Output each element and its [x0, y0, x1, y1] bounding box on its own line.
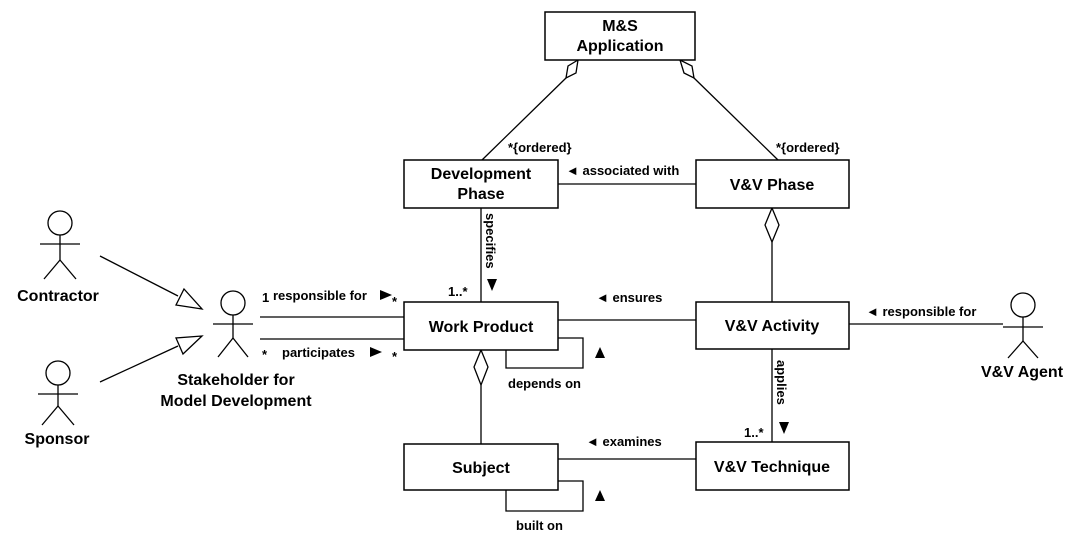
class-subject[interactable]: Subject	[403, 443, 559, 491]
direction-arrow-icon	[487, 279, 497, 291]
class-name: Phase	[457, 186, 504, 203]
class-work-product[interactable]: Work Product	[403, 301, 559, 351]
actor-contractor-icon	[40, 210, 80, 280]
direction-arrow-icon	[779, 422, 789, 434]
label-specifies: specifies	[483, 213, 498, 269]
actor-sponsor-icon	[38, 360, 78, 426]
class-name: V&V Activity	[725, 318, 820, 335]
label-ensures: ◄ ensures	[596, 290, 662, 305]
class-vv-technique[interactable]: V&V Technique	[695, 441, 850, 491]
multiplicity-ordered-vv: *{ordered}	[776, 140, 840, 155]
generalization-arrow-icon	[175, 335, 204, 356]
direction-arrow-icon	[595, 490, 605, 501]
multiplicity-responsible-one: 1	[262, 290, 269, 305]
link-msapp-devphase	[481, 77, 567, 161]
class-vv-activity[interactable]: V&V Activity	[695, 301, 850, 350]
link-msapp-vvphase	[693, 77, 779, 161]
multiplicity-participates-right: *	[392, 349, 398, 364]
multiplicity-specifies: 1..*	[448, 284, 468, 299]
actor-stakeholder-label: Stakeholder for	[177, 372, 294, 389]
class-name: V&V Technique	[714, 459, 830, 476]
label-responsible-for-agent: ◄ responsible for	[866, 304, 976, 319]
self-link-built-on	[505, 480, 584, 512]
label-applies: applies	[774, 360, 789, 405]
actor-vv-agent-icon	[1003, 292, 1043, 359]
multiplicity-participates-left: *	[262, 347, 268, 362]
label-depends-on: depends on	[508, 376, 581, 391]
multiplicity-responsible-many: *	[392, 294, 398, 309]
class-vv-phase[interactable]: V&V Phase	[695, 159, 850, 209]
actor-contractor-label: Contractor	[17, 288, 99, 305]
aggregation-diamond-icon	[764, 206, 780, 244]
class-name: V&V Phase	[730, 177, 815, 194]
actor-stakeholder-icon	[213, 290, 253, 358]
multiplicity-applies: 1..*	[744, 425, 764, 440]
self-link-depends-on	[505, 337, 584, 369]
class-name: M&S	[602, 18, 638, 35]
multiplicity-ordered-dev: *{ordered}	[508, 140, 572, 155]
label-associated-with: ◄ associated with	[566, 163, 679, 178]
class-development-phase[interactable]: Development Phase	[403, 159, 559, 209]
generalization-contractor	[99, 255, 179, 297]
label-examines: ◄ examines	[586, 434, 662, 449]
aggregation-diamond-icon	[565, 58, 579, 80]
class-name: Subject	[452, 460, 510, 477]
actor-sponsor-label: Sponsor	[25, 431, 90, 448]
direction-arrow-icon	[370, 347, 382, 357]
actor-vv-agent-label: V&V Agent	[981, 364, 1064, 381]
label-responsible-for: responsible for	[273, 288, 367, 303]
actor-stakeholder-label: Model Development	[160, 393, 312, 410]
class-name: Work Product	[429, 319, 534, 336]
label-participates: participates	[282, 345, 355, 360]
generalization-arrow-icon	[175, 287, 204, 310]
direction-arrow-icon	[595, 347, 605, 358]
aggregation-diamond-icon	[473, 348, 489, 387]
class-name: Development	[431, 166, 532, 183]
direction-arrow-icon	[380, 290, 392, 300]
class-ms-application[interactable]: M&S Application	[544, 11, 696, 61]
label-built-on: built on	[516, 518, 563, 533]
aggregation-diamond-icon	[678, 58, 695, 80]
class-name: Application	[576, 38, 663, 55]
generalization-sponsor	[99, 345, 179, 383]
